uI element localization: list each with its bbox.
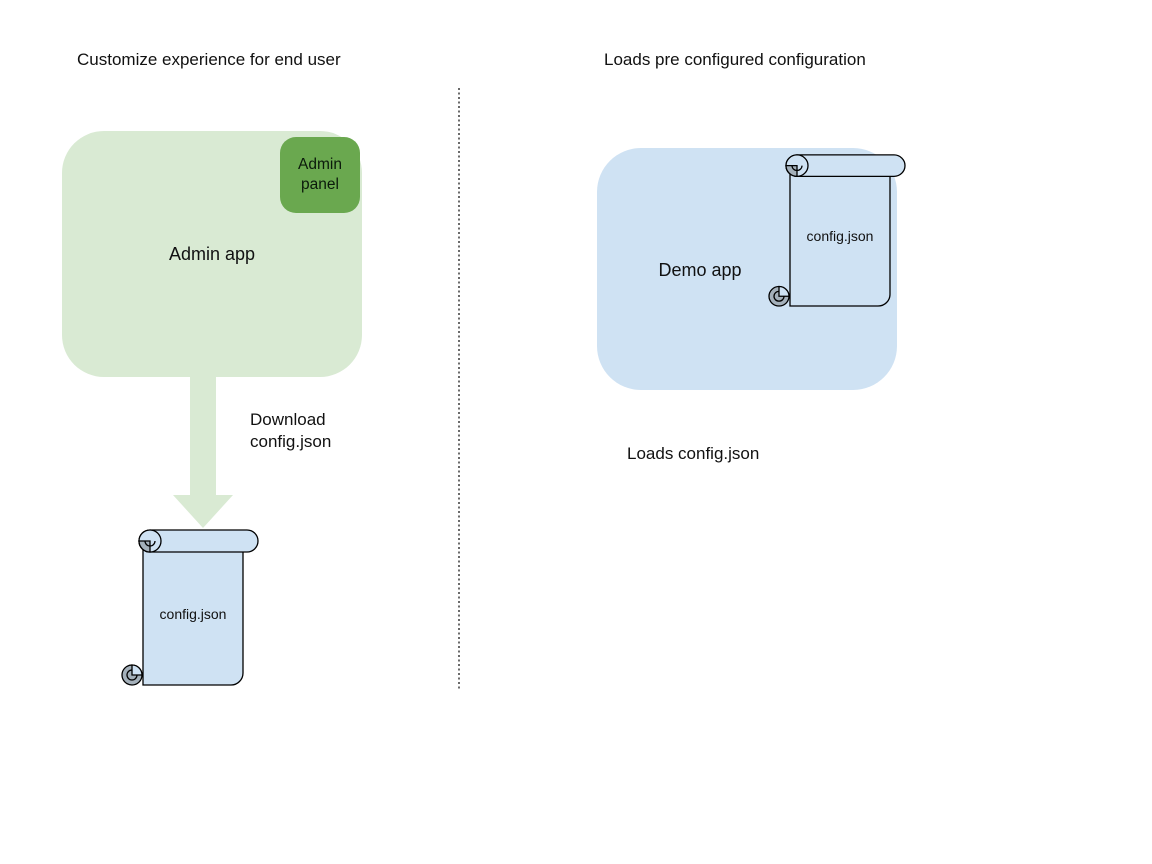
config-file-right-label: config.json (806, 228, 874, 244)
download-caption: Download config.json (250, 409, 331, 453)
scroll-shape-icon (121, 529, 259, 686)
config-file-scroll-left: config.json (121, 527, 261, 687)
admin-panel-box: Admin panel (280, 137, 360, 213)
config-file-left-label: config.json (159, 606, 227, 622)
download-caption-line2: config.json (250, 432, 332, 451)
left-section-title: Customize experience for end user (77, 50, 341, 69)
loads-config-caption: Loads config.json (627, 444, 760, 463)
demo-app-label: Demo app (658, 260, 742, 280)
download-arrow-icon (173, 377, 233, 528)
download-caption-line1: Download (250, 410, 326, 429)
admin-panel-label: Admin panel (298, 156, 342, 193)
admin-app-label: Admin app (168, 243, 256, 264)
right-section-title: Loads pre configured configuration (604, 50, 866, 69)
config-file-scroll-right: config.json (768, 152, 908, 308)
scroll-shape-icon (768, 154, 906, 307)
section-divider-dotted-line (458, 88, 460, 690)
